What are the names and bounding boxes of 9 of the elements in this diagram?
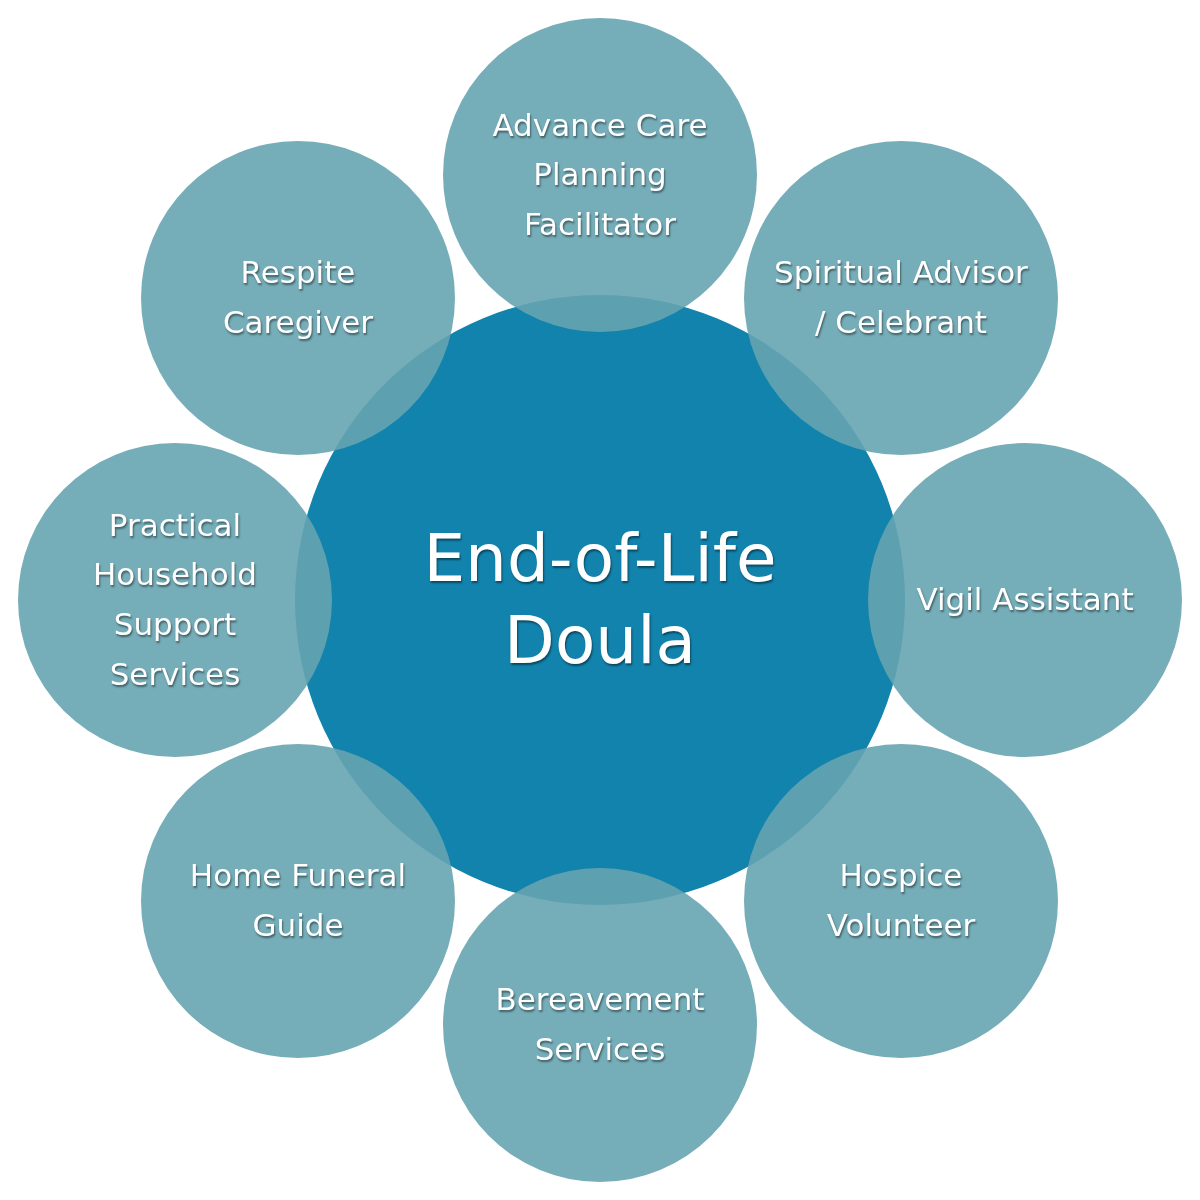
role-label: Vigil Assistant [916,580,1134,620]
role-label: Bereavement Services [494,980,706,1069]
role-label: Practical Household Support Services [91,505,259,694]
role-label: Spiritual Advisor / Celebrant [773,253,1029,342]
central-title: End-of-Life Doula [422,518,778,681]
role-label: Advance Care Planning Facilitator [491,105,709,244]
role-label: Hospice Volunteer [825,856,977,945]
role-label: Home Funeral Guide [188,856,408,945]
role-label: Respite Caregiver [221,253,375,342]
